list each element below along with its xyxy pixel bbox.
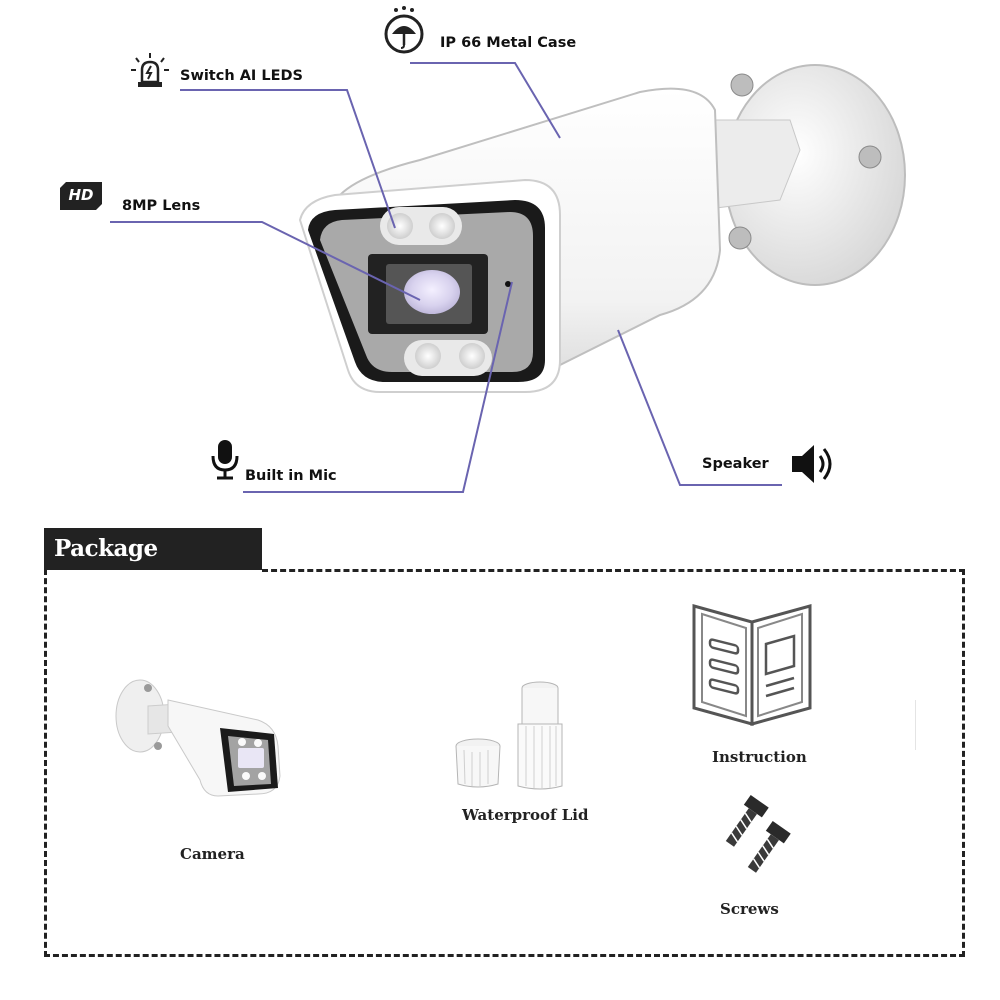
- package-box-top-border: [262, 569, 965, 572]
- leds-label: Switch AI LEDS: [180, 68, 303, 84]
- camera-illustration: [110, 62, 906, 493]
- umbrella-rain-icon: [384, 6, 424, 54]
- package-box: [44, 569, 965, 957]
- camera-body: [298, 87, 722, 394]
- instruction-label: Instruction: [712, 748, 807, 766]
- camera-item-label: Camera: [180, 845, 245, 863]
- package-title: Package Includes: [44, 528, 262, 604]
- callout-lines: [110, 62, 782, 493]
- mic-label: Built in Mic: [245, 468, 337, 484]
- screws-label: Screws: [720, 900, 779, 918]
- lens-label: 8MP Lens: [122, 198, 201, 214]
- instruction-manual-icon: [692, 604, 812, 726]
- divider-mark: [915, 700, 916, 750]
- waterproof-lid-label: Waterproof Lid: [462, 806, 589, 824]
- hd-badge-icon: HD: [58, 180, 104, 212]
- hd-badge-text: HD: [68, 186, 94, 204]
- microphone-icon: [211, 440, 239, 480]
- ip66-label: IP 66 Metal Case: [440, 35, 577, 51]
- waterproof-lid-icon: [455, 681, 563, 790]
- speaker-icon: [792, 445, 832, 483]
- screws-icon: [725, 794, 791, 873]
- wall-mount: [699, 64, 906, 286]
- camera-item-icon: [115, 679, 281, 797]
- speaker-label: Speaker: [702, 456, 769, 472]
- alarm-light-icon: [131, 53, 169, 87]
